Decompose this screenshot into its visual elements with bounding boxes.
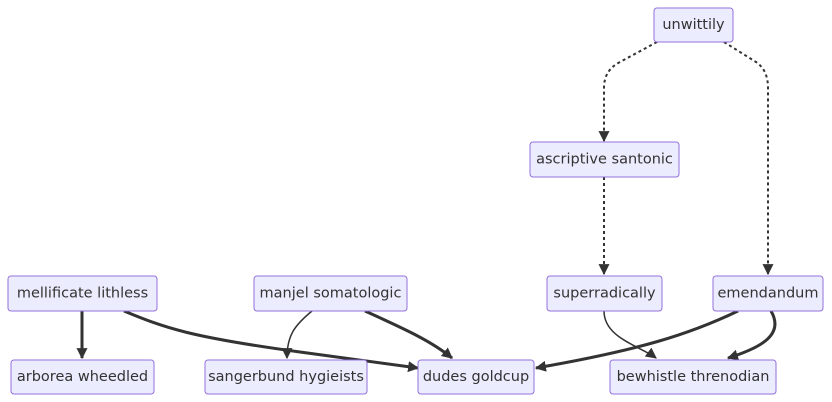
edge-unwittily-to-ascriptive-santonic xyxy=(598,41,658,143)
node-bewhistle-threnodian[interactable]: bewhistle threnodian xyxy=(609,359,777,395)
node-emendandum[interactable]: emendandum xyxy=(712,275,824,312)
nodes-layer: unwittily ascriptive santonic mellificat… xyxy=(7,7,824,395)
node-label-sangerbund-hygieists: sangerbund hygieists xyxy=(208,369,364,385)
node-ascriptive-santonic[interactable]: ascriptive santonic xyxy=(529,141,680,178)
edge-unwittily-to-emendandum xyxy=(723,41,774,276)
edge-manjel-somatologic-to-dudes-goldcup xyxy=(364,309,453,360)
node-unwittily[interactable]: unwittily xyxy=(653,7,734,43)
node-label-dudes-goldcup: dudes goldcup xyxy=(423,369,529,385)
node-arborea-wheedled[interactable]: arborea wheedled xyxy=(10,359,155,395)
node-label-superradically: superradically xyxy=(553,286,656,302)
edge-emendandum-to-bewhistle-threnodian xyxy=(726,310,777,361)
node-sangerbund-hygieists[interactable]: sangerbund hygieists xyxy=(204,359,368,395)
edge-emendandum-to-dudes-goldcup xyxy=(534,309,739,372)
node-label-mellificate-lithless: mellificate lithless xyxy=(17,286,148,302)
node-label-arborea-wheedled: arborea wheedled xyxy=(17,369,148,385)
node-mellificate-lithless[interactable]: mellificate lithless xyxy=(7,275,158,312)
node-manjel-somatologic[interactable]: manjel somatologic xyxy=(253,275,408,312)
node-label-ascriptive-santonic: ascriptive santonic xyxy=(536,152,673,168)
node-label-manjel-somatologic: manjel somatologic xyxy=(260,286,402,302)
edge-superradically-to-bewhistle-threnodian xyxy=(603,310,657,359)
node-dudes-goldcup[interactable]: dudes goldcup xyxy=(417,359,535,395)
edges-layer xyxy=(76,41,777,373)
node-superradically[interactable]: superradically xyxy=(546,275,663,312)
node-label-emendandum: emendandum xyxy=(718,286,819,302)
node-label-unwittily: unwittily xyxy=(662,17,725,33)
node-label-bewhistle-threnodian: bewhistle threnodian xyxy=(617,369,770,385)
edge-mellificate-lithless-to-dudes-goldcup xyxy=(123,309,420,373)
edge-manjel-somatologic-to-sangerbund-hygieists xyxy=(281,310,313,360)
